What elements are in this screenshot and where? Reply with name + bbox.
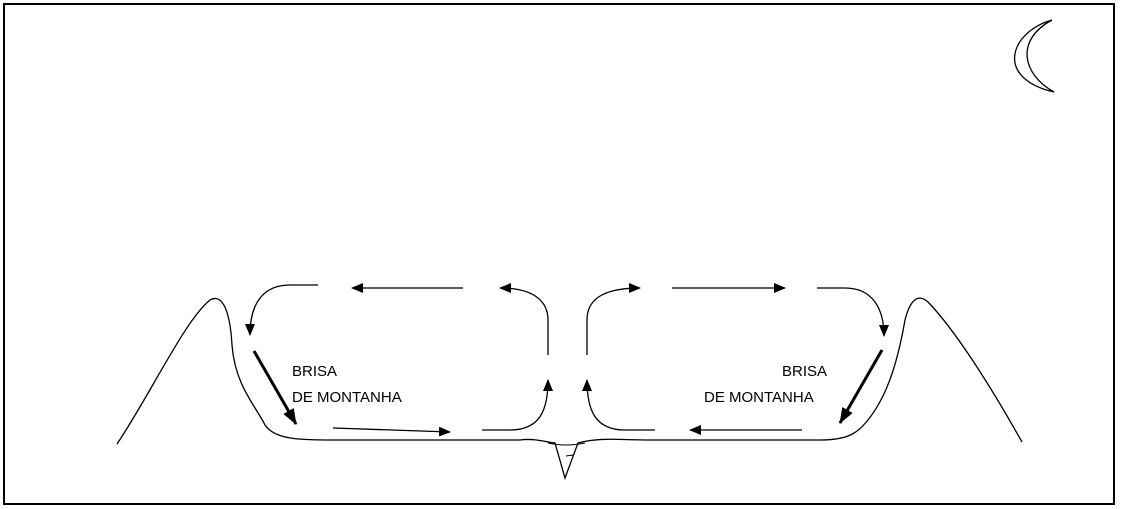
left-label-line1: BRISA	[292, 363, 337, 380]
right-label-line2: DE MONTANHA	[704, 389, 814, 406]
river-surface	[547, 442, 586, 446]
left-bottom-arrow	[332, 426, 451, 437]
left-label-line2: DE MONTANHA	[292, 389, 402, 406]
crescent-moon-icon	[1013, 19, 1055, 93]
river-mark	[565, 454, 574, 457]
left-center-bottom-curve-arrow	[482, 379, 553, 431]
diagram-frame	[3, 3, 1115, 505]
terrain-profile	[116, 297, 1023, 481]
right-slope-breeze-arrow	[838, 349, 884, 424]
left-slope-breeze-arrow	[252, 350, 298, 425]
left-top-curve-arrow	[245, 284, 318, 336]
right-center-top-curve-arrow	[586, 283, 641, 355]
right-center-bottom-curve-arrow	[582, 379, 655, 431]
right-top-curve-arrow	[817, 287, 889, 337]
left-center-top-curve-arrow	[499, 283, 549, 355]
right-label-line1: BRISA	[782, 363, 827, 380]
